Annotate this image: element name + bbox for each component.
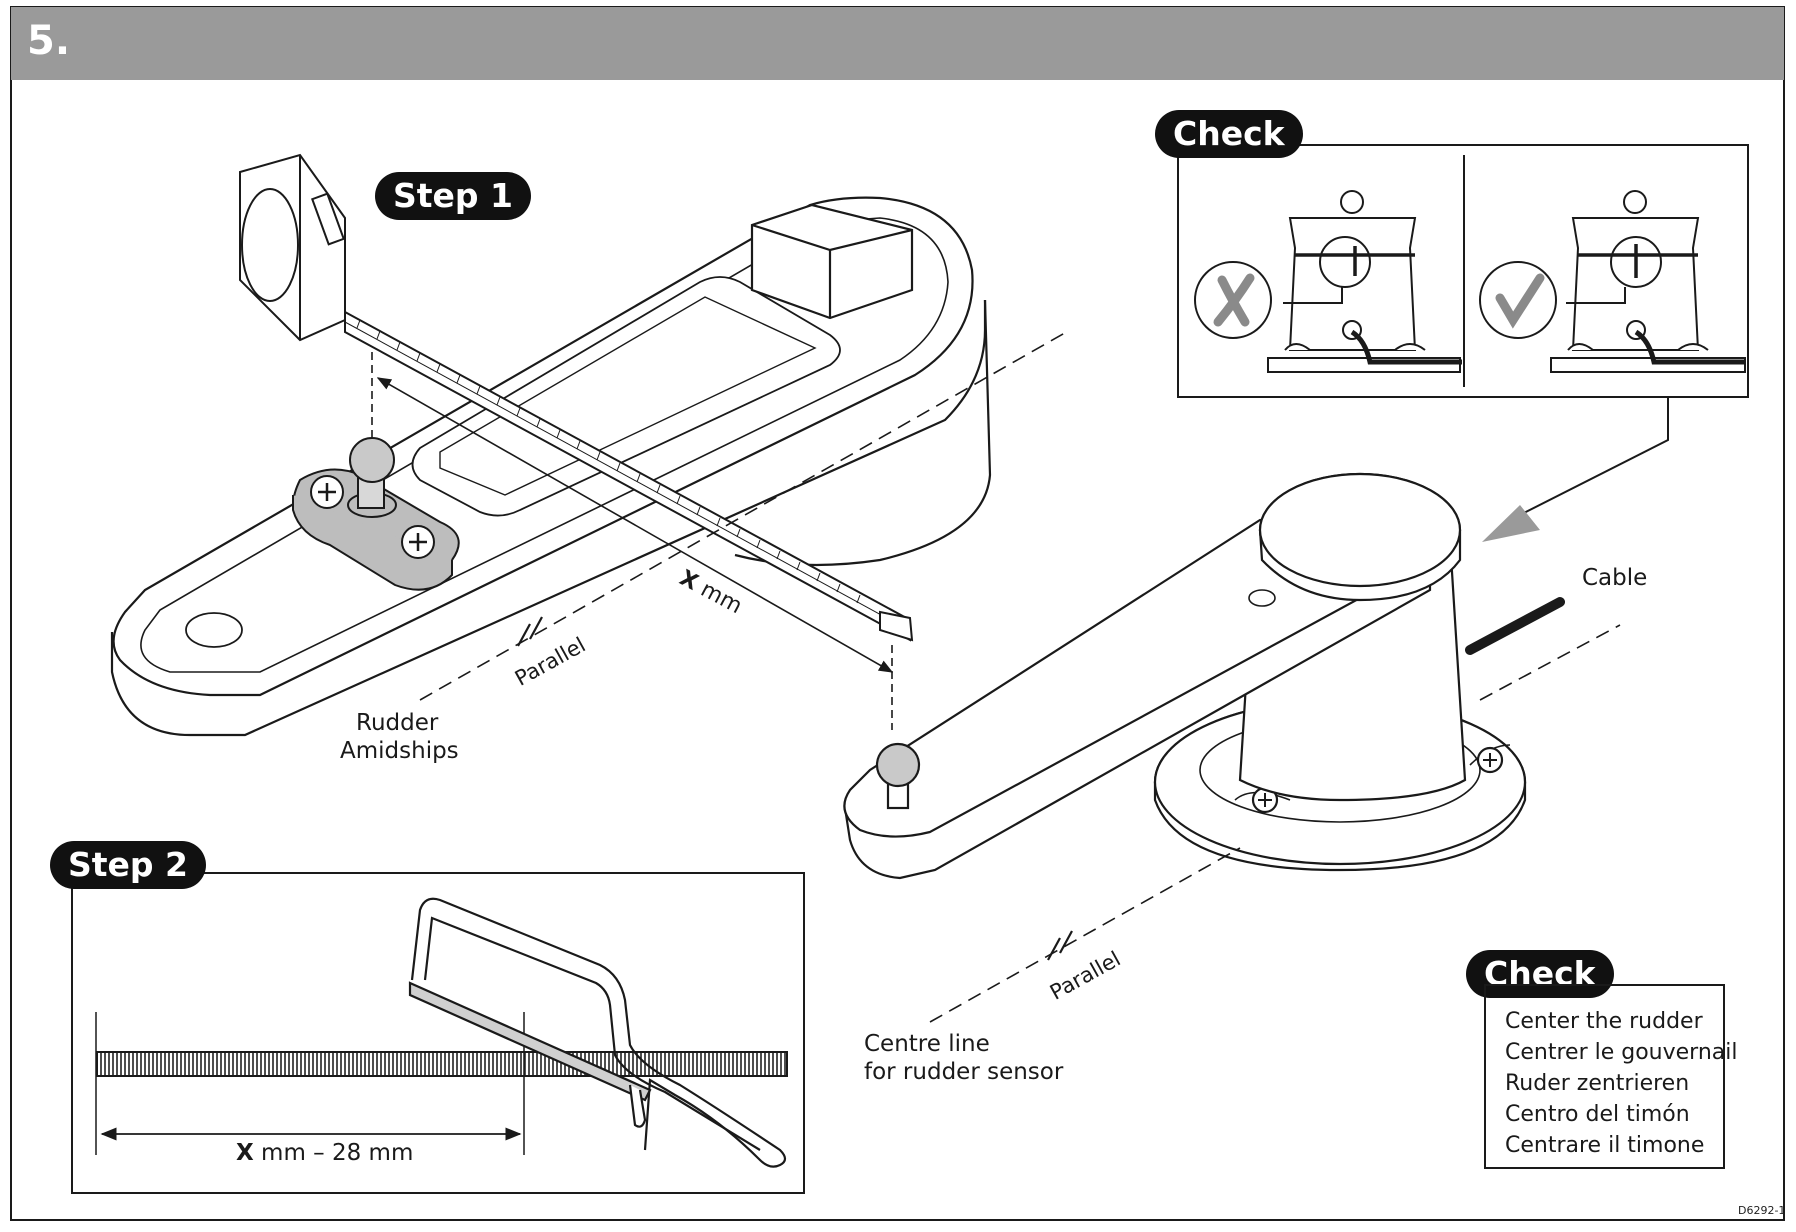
rudder-sensor-arm bbox=[843, 472, 1565, 880]
cut-length-symbol: X bbox=[236, 1140, 254, 1166]
check-item-es: Centro del timón bbox=[1505, 1102, 1690, 1127]
check-item-it: Centrare il timone bbox=[1505, 1133, 1705, 1158]
check-item-de: Ruder zentrieren bbox=[1505, 1071, 1690, 1096]
check-item-fr: Centrer le gouvernail bbox=[1505, 1040, 1738, 1065]
parallel-line-top bbox=[419, 329, 1071, 701]
sensor-wrong bbox=[1194, 190, 1462, 373]
threaded-rod bbox=[96, 1051, 788, 1077]
header-bar bbox=[11, 7, 1784, 80]
check-list: Center the rudder Centrer le gouvernail … bbox=[1484, 984, 1738, 1169]
cut-length-label: X mm – 28 mm bbox=[236, 1139, 413, 1168]
centre-line-line2: for rudder sensor bbox=[864, 1059, 1064, 1085]
step1-badge: Step 1 bbox=[375, 172, 531, 220]
parallel-line-bottom bbox=[929, 624, 1621, 1023]
check-item-en: Center the rudder bbox=[1505, 1009, 1703, 1034]
check-bottom-badge: Check bbox=[1466, 950, 1614, 998]
rudder-amidships-line2: Amidships bbox=[340, 738, 459, 764]
checkmark-icon bbox=[1495, 273, 1545, 329]
centre-line-line1: Centre line bbox=[864, 1031, 990, 1057]
step-number: 5. bbox=[27, 18, 71, 64]
measurement-x bbox=[371, 352, 894, 730]
cross-icon bbox=[1213, 273, 1255, 327]
hacksaw bbox=[408, 897, 787, 1168]
rudder-amidships-line1: Rudder bbox=[356, 710, 439, 736]
step2-panel bbox=[71, 872, 805, 1194]
cable-label: Cable bbox=[1582, 565, 1648, 591]
figure-id: D6292-1 bbox=[1738, 1204, 1786, 1217]
check-top-badge: Check bbox=[1155, 110, 1303, 158]
step2-badge: Step 2 bbox=[50, 841, 206, 889]
cut-length-text: mm – 28 mm bbox=[261, 1140, 414, 1166]
